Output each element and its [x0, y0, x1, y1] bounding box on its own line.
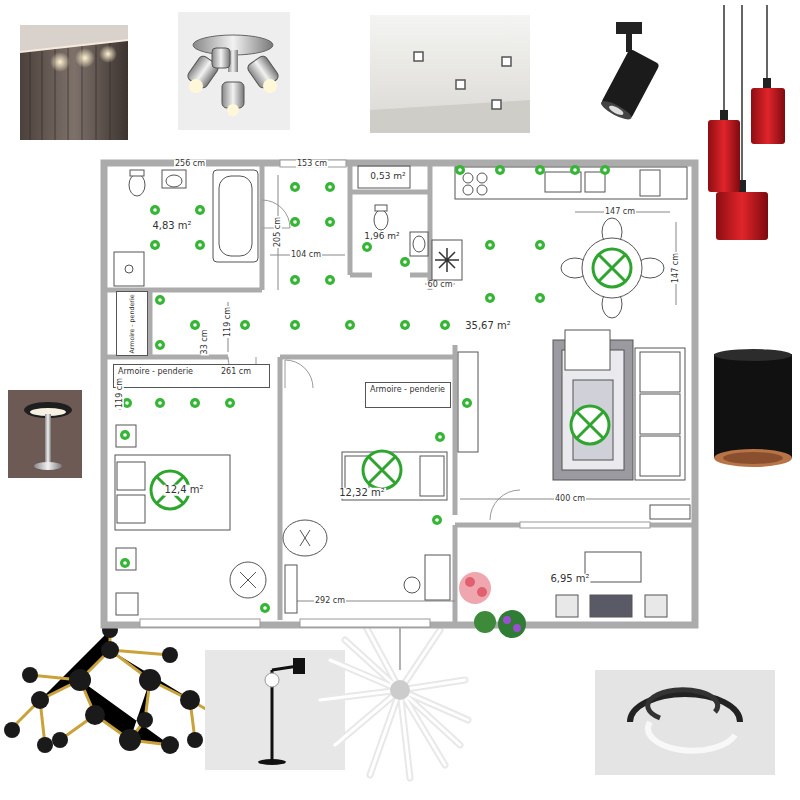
dimension-label: 205 cm [274, 216, 282, 248]
wardrobe-label: Armoire - penderie [366, 383, 450, 398]
spot-cluster-photo [178, 12, 290, 130]
dimension-label: 147 cm [672, 252, 680, 284]
dimension-label: 33 cm [201, 329, 209, 356]
floor-plan [104, 160, 695, 638]
area-label: 4,83 m² [151, 221, 192, 232]
recessed-ceiling-photo [370, 15, 530, 133]
area-label: 6,95 m² [549, 574, 590, 585]
area-label: 12,4 m² [163, 485, 204, 496]
area-label: 1,96 m² [363, 232, 400, 241]
area-label: 0,53 m² [369, 172, 406, 181]
dimension-label: 261 cm [220, 368, 252, 376]
wardrobe-box: Armoire - penderie [116, 291, 148, 356]
wall-wash-photo [20, 25, 128, 140]
dimension-label: 292 cm [314, 597, 346, 605]
area-label: 35,67 m² [464, 321, 512, 332]
dimension-label: 104 cm [290, 251, 322, 259]
wardrobe-box: Armoire - penderie [365, 382, 451, 408]
dimension-label: 119 cm [224, 306, 232, 338]
dimension-label: 153 cm [296, 160, 328, 168]
ring-light-photo [595, 670, 775, 775]
dimension-label: 256 cm [174, 160, 206, 168]
red-pendant-photo [708, 5, 785, 240]
wardrobe-label: Armoire - penderie [129, 294, 136, 353]
dimension-label: 400 cm [554, 495, 586, 503]
table-lamp-photo [8, 390, 82, 478]
spot-markers [120, 165, 610, 613]
dimension-label: 119 cm [116, 377, 124, 409]
dimension-label: 147 cm [604, 208, 636, 216]
track-spot-photo [599, 22, 660, 123]
molecule-chandelier-photo [4, 622, 230, 754]
plants [459, 572, 526, 638]
cylinder-light-photo [714, 349, 792, 467]
floor-lamp-photo [205, 650, 345, 770]
dimension-label: 60 cm [427, 281, 454, 289]
area-label: 12,32 m² [338, 488, 386, 499]
